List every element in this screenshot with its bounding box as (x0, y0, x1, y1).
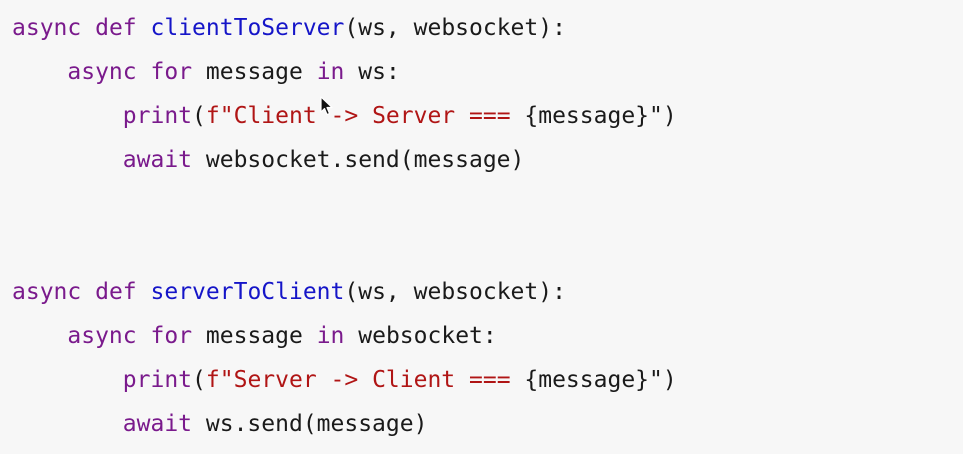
loop-iterable: websocket: (358, 323, 497, 349)
loop-variable: message (205, 59, 303, 85)
function-params: (ws, websocket): (344, 279, 566, 305)
keyword-def: def (95, 279, 137, 305)
fstring-prefix: f" (205, 367, 234, 393)
keyword-for: for (150, 59, 193, 85)
string-literal: Client -> Server === (233, 103, 525, 129)
paren-close: ") (649, 103, 677, 129)
mouse-pointer-icon (320, 96, 333, 116)
keyword-in: in (316, 59, 345, 85)
keyword-async: async (67, 59, 137, 85)
loop-variable: message (205, 323, 303, 349)
keyword-def: def (95, 15, 137, 41)
code-line-2: async for message in ws: (12, 50, 400, 94)
string-literal: Server -> Client === (233, 367, 525, 393)
keyword-async: async (12, 279, 82, 305)
keyword-in: in (316, 323, 345, 349)
code-line-8: await ws.send(message) (12, 402, 428, 446)
code-line-7: print(f"Server -> Client === {message}") (12, 358, 677, 402)
send-call: ws.send(message) (205, 411, 428, 437)
keyword-async: async (67, 323, 137, 349)
fstring-prefix: f" (205, 103, 234, 129)
code-line-6: async for message in websocket: (12, 314, 497, 358)
paren-open: ( (192, 367, 206, 393)
function-name-client-to-server: clientToServer (150, 15, 345, 41)
keyword-await: await (122, 411, 193, 437)
loop-iterable: ws: (358, 59, 400, 85)
keyword-await: await (122, 147, 193, 173)
paren-close: ") (649, 367, 677, 393)
interpolation: {message} (524, 367, 650, 393)
keyword-for: for (150, 323, 193, 349)
builtin-print: print (122, 103, 193, 129)
code-line-3: print(f"Client -> Server === {message}") (12, 94, 677, 138)
function-params: (ws, websocket): (344, 15, 566, 41)
code-line-4: await websocket.send(message) (12, 138, 525, 182)
paren-open: ( (192, 103, 206, 129)
code-line-5: async def serverToClient(ws, websocket): (12, 270, 566, 314)
function-name-server-to-client: serverToClient (150, 279, 345, 305)
builtin-print: print (122, 367, 193, 393)
send-call: websocket.send(message) (205, 147, 525, 173)
code-line-1: async def clientToServer(ws, websocket): (12, 6, 566, 50)
keyword-async: async (12, 15, 82, 41)
interpolation: {message} (524, 103, 650, 129)
